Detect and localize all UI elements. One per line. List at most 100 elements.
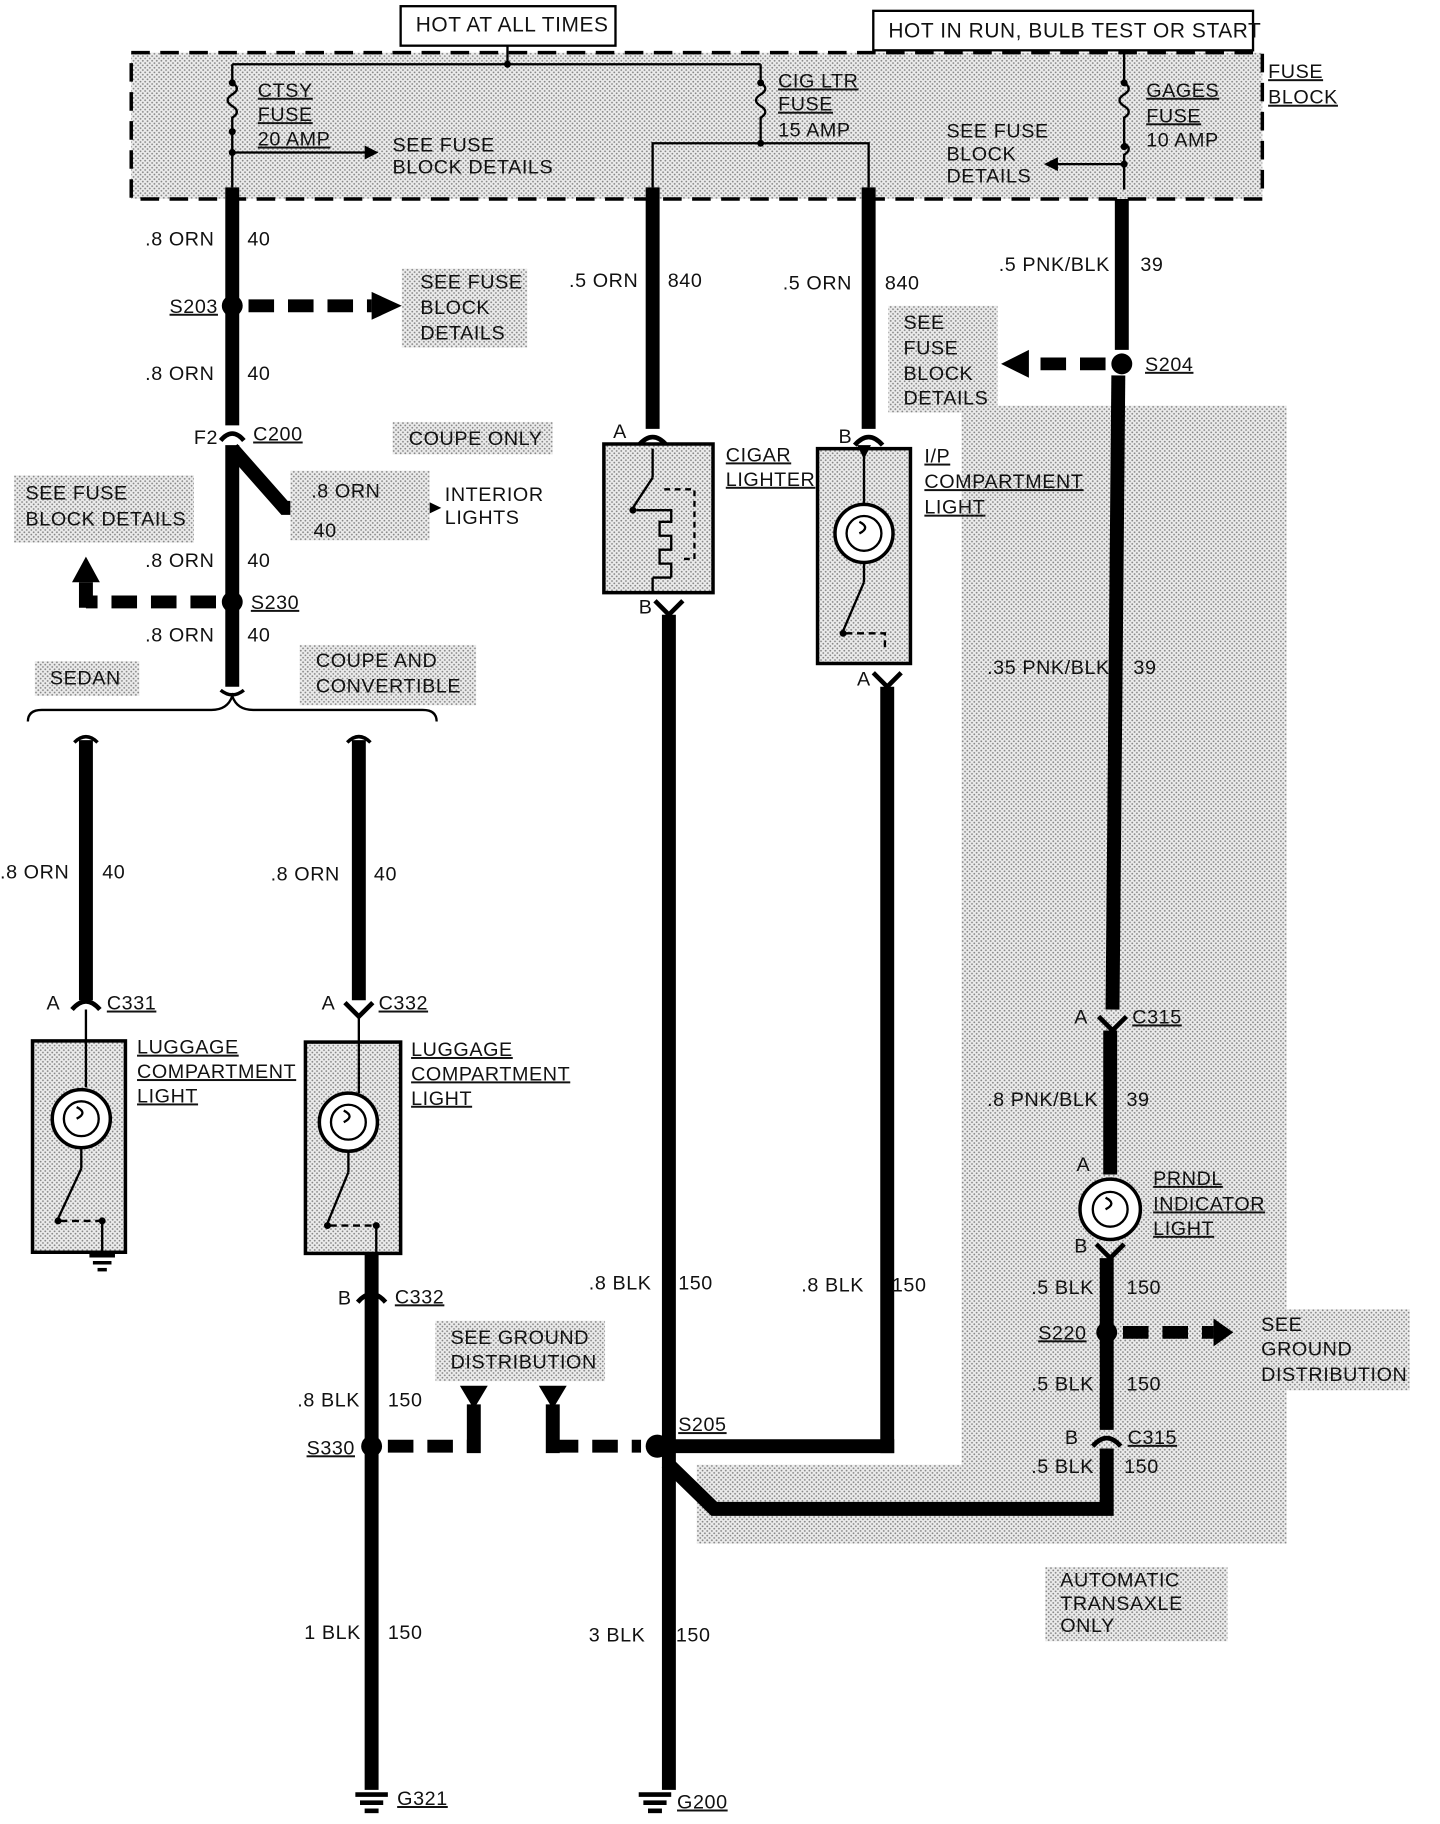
ip-light-ground: A .8 BLK 150: [661, 669, 927, 1454]
svg-text:SEE FUSE: SEE FUSE: [946, 120, 1048, 142]
splice-s330: [361, 1435, 383, 1457]
svg-text:C200: C200: [253, 424, 303, 446]
prndl-indicator-light: PRNDL INDICATOR LIGHT: [1078, 1168, 1265, 1242]
svg-text:AUTOMATIC: AUTOMATIC: [1060, 1570, 1180, 1592]
svg-text:B: B: [639, 597, 653, 619]
svg-text:DETAILS: DETAILS: [420, 322, 505, 344]
svg-text:.8 BLK: .8 BLK: [297, 1390, 360, 1412]
svg-text:INTERIOR: INTERIOR: [445, 484, 544, 506]
svg-text:840: 840: [885, 273, 920, 295]
svg-text:DISTRIBUTION: DISTRIBUTION: [451, 1351, 597, 1373]
svg-text:GROUND: GROUND: [1261, 1339, 1352, 1361]
svg-text:.35 PNK/BLK: .35 PNK/BLK: [987, 657, 1110, 679]
svg-text:G200: G200: [677, 1792, 728, 1814]
gages-circuit: .5 PNK/BLK 39 S204 SEE FUSE BLOCK DETAIL…: [888, 198, 1193, 1176]
svg-text:A: A: [1074, 1006, 1088, 1028]
svg-text:150: 150: [892, 1275, 927, 1297]
svg-text:F2: F2: [194, 427, 218, 449]
svg-text:.8 ORN: .8 ORN: [145, 363, 214, 385]
svg-text:S330: S330: [307, 1437, 355, 1459]
svg-text:BLOCK: BLOCK: [903, 363, 973, 385]
svg-text:CIGAR: CIGAR: [726, 444, 791, 466]
svg-text:HOT AT ALL TIMES: HOT AT ALL TIMES: [416, 14, 609, 37]
splice-s204: [1111, 353, 1133, 375]
svg-text:S204: S204: [1145, 354, 1193, 376]
svg-text:PRNDL: PRNDL: [1153, 1168, 1223, 1190]
svg-text:.5 ORN: .5 ORN: [569, 270, 638, 292]
svg-text:C332: C332: [379, 993, 429, 1015]
svg-text:40: 40: [247, 363, 270, 385]
svg-text:.5 BLK: .5 BLK: [1031, 1277, 1094, 1299]
splice-s230: [221, 591, 243, 613]
svg-text:.8 PNK/BLK: .8 PNK/BLK: [987, 1089, 1098, 1111]
svg-text:C315: C315: [1128, 1427, 1178, 1449]
svg-text:G321: G321: [397, 1788, 448, 1810]
connector-c331: [70, 999, 102, 1012]
svg-text:LIGHT: LIGHT: [924, 497, 985, 519]
svg-text:FUSE: FUSE: [1268, 61, 1323, 83]
svg-text:.5 BLK: .5 BLK: [1031, 1373, 1094, 1395]
svg-text:LUGGAGE: LUGGAGE: [137, 1037, 239, 1059]
svg-text:DETAILS: DETAILS: [946, 166, 1031, 188]
coupe-luggage-compartment-light: LUGGAGE COMPARTMENT LIGHT: [303, 1016, 570, 1256]
svg-text:150: 150: [678, 1272, 713, 1294]
svg-text:150: 150: [676, 1624, 711, 1646]
svg-text:COUPE ONLY: COUPE ONLY: [409, 428, 543, 450]
svg-text:40: 40: [102, 861, 125, 883]
svg-text:CTSY: CTSY: [258, 80, 313, 102]
svg-text:BLOCK: BLOCK: [946, 144, 1016, 166]
svg-text:A: A: [1077, 1154, 1091, 1176]
svg-text:150: 150: [1126, 1373, 1161, 1395]
prndl-ground-circuit: B .5 BLK 150 S220 SEE GROUND DISTRIBUTIO…: [661, 1235, 1410, 1642]
svg-text:40: 40: [314, 520, 337, 542]
svg-text:LIGHT: LIGHT: [137, 1085, 198, 1107]
svg-text:INDICATOR: INDICATOR: [1153, 1193, 1265, 1215]
connector-c200: [218, 431, 246, 443]
coupe-luggage-ground-circuit: B C332 .8 BLK 150 S330 1 BLK 150 G321: [297, 1253, 488, 1814]
ground-g321-icon: [355, 1792, 388, 1814]
svg-text:40: 40: [247, 228, 270, 250]
svg-text:FUSE: FUSE: [1146, 105, 1201, 127]
svg-text:.8 ORN: .8 ORN: [0, 861, 69, 883]
svg-text:S220: S220: [1038, 1322, 1086, 1344]
svg-text:TRANSAXLE: TRANSAXLE: [1060, 1593, 1183, 1615]
svg-text:B: B: [1074, 1235, 1088, 1257]
svg-text:SEE FUSE: SEE FUSE: [420, 271, 522, 293]
fuse-block: CTSY FUSE 20 AMP SEE FUSE BLOCK DETAILS …: [129, 45, 1337, 201]
svg-text:I/P: I/P: [924, 446, 950, 468]
svg-text:LUGGAGE: LUGGAGE: [411, 1039, 513, 1061]
see-ground-distribution-note: SEE GROUND DISTRIBUTION: [435, 1320, 642, 1454]
svg-text:840: 840: [668, 270, 703, 292]
sedan-luggage-compartment-light: LUGGAGE COMPARTMENT LIGHT: [30, 1009, 296, 1272]
auto-transaxle-zone: [961, 405, 1287, 1544]
svg-text:B: B: [1065, 1427, 1079, 1449]
svg-text:SEE FUSE: SEE FUSE: [26, 483, 128, 505]
ctsy-circuit: .8 ORN 40 S203 SEE FUSE BLOCK DETAILS .8…: [13, 187, 553, 722]
ip-light-circuit: .5 ORN 840 B: [783, 187, 920, 448]
svg-text:CIG LTR: CIG LTR: [778, 70, 858, 92]
svg-text:LIGHT: LIGHT: [411, 1088, 472, 1110]
svg-text:3 BLK: 3 BLK: [589, 1624, 646, 1646]
splice-s220: [1096, 1321, 1118, 1343]
svg-text:COMPARTMENT: COMPARTMENT: [137, 1061, 296, 1083]
svg-text:39: 39: [1140, 254, 1163, 276]
svg-text:150: 150: [1126, 1277, 1161, 1299]
svg-text:10 AMP: 10 AMP: [1146, 130, 1219, 152]
svg-text:20 AMP: 20 AMP: [258, 129, 331, 151]
svg-text:40: 40: [374, 864, 397, 886]
svg-text:.8 ORN: .8 ORN: [311, 480, 380, 502]
svg-text:A: A: [322, 993, 336, 1015]
svg-text:FUSE: FUSE: [778, 94, 833, 116]
svg-text:COMPARTMENT: COMPARTMENT: [924, 471, 1083, 493]
svg-text:SEE: SEE: [1261, 1314, 1302, 1336]
svg-text:.8 ORN: .8 ORN: [145, 624, 214, 646]
svg-text:15 AMP: 15 AMP: [778, 119, 851, 141]
connector-c332-a: [343, 1000, 375, 1020]
svg-text:C315: C315: [1132, 1006, 1182, 1028]
svg-text:BLOCK DETAILS: BLOCK DETAILS: [393, 156, 554, 178]
ip-compartment-light: I/P COMPARTMENT LIGHT: [815, 445, 1083, 666]
svg-text:39: 39: [1126, 1089, 1149, 1111]
svg-text:LIGHTER: LIGHTER: [726, 469, 816, 491]
svg-text:B: B: [338, 1288, 352, 1310]
